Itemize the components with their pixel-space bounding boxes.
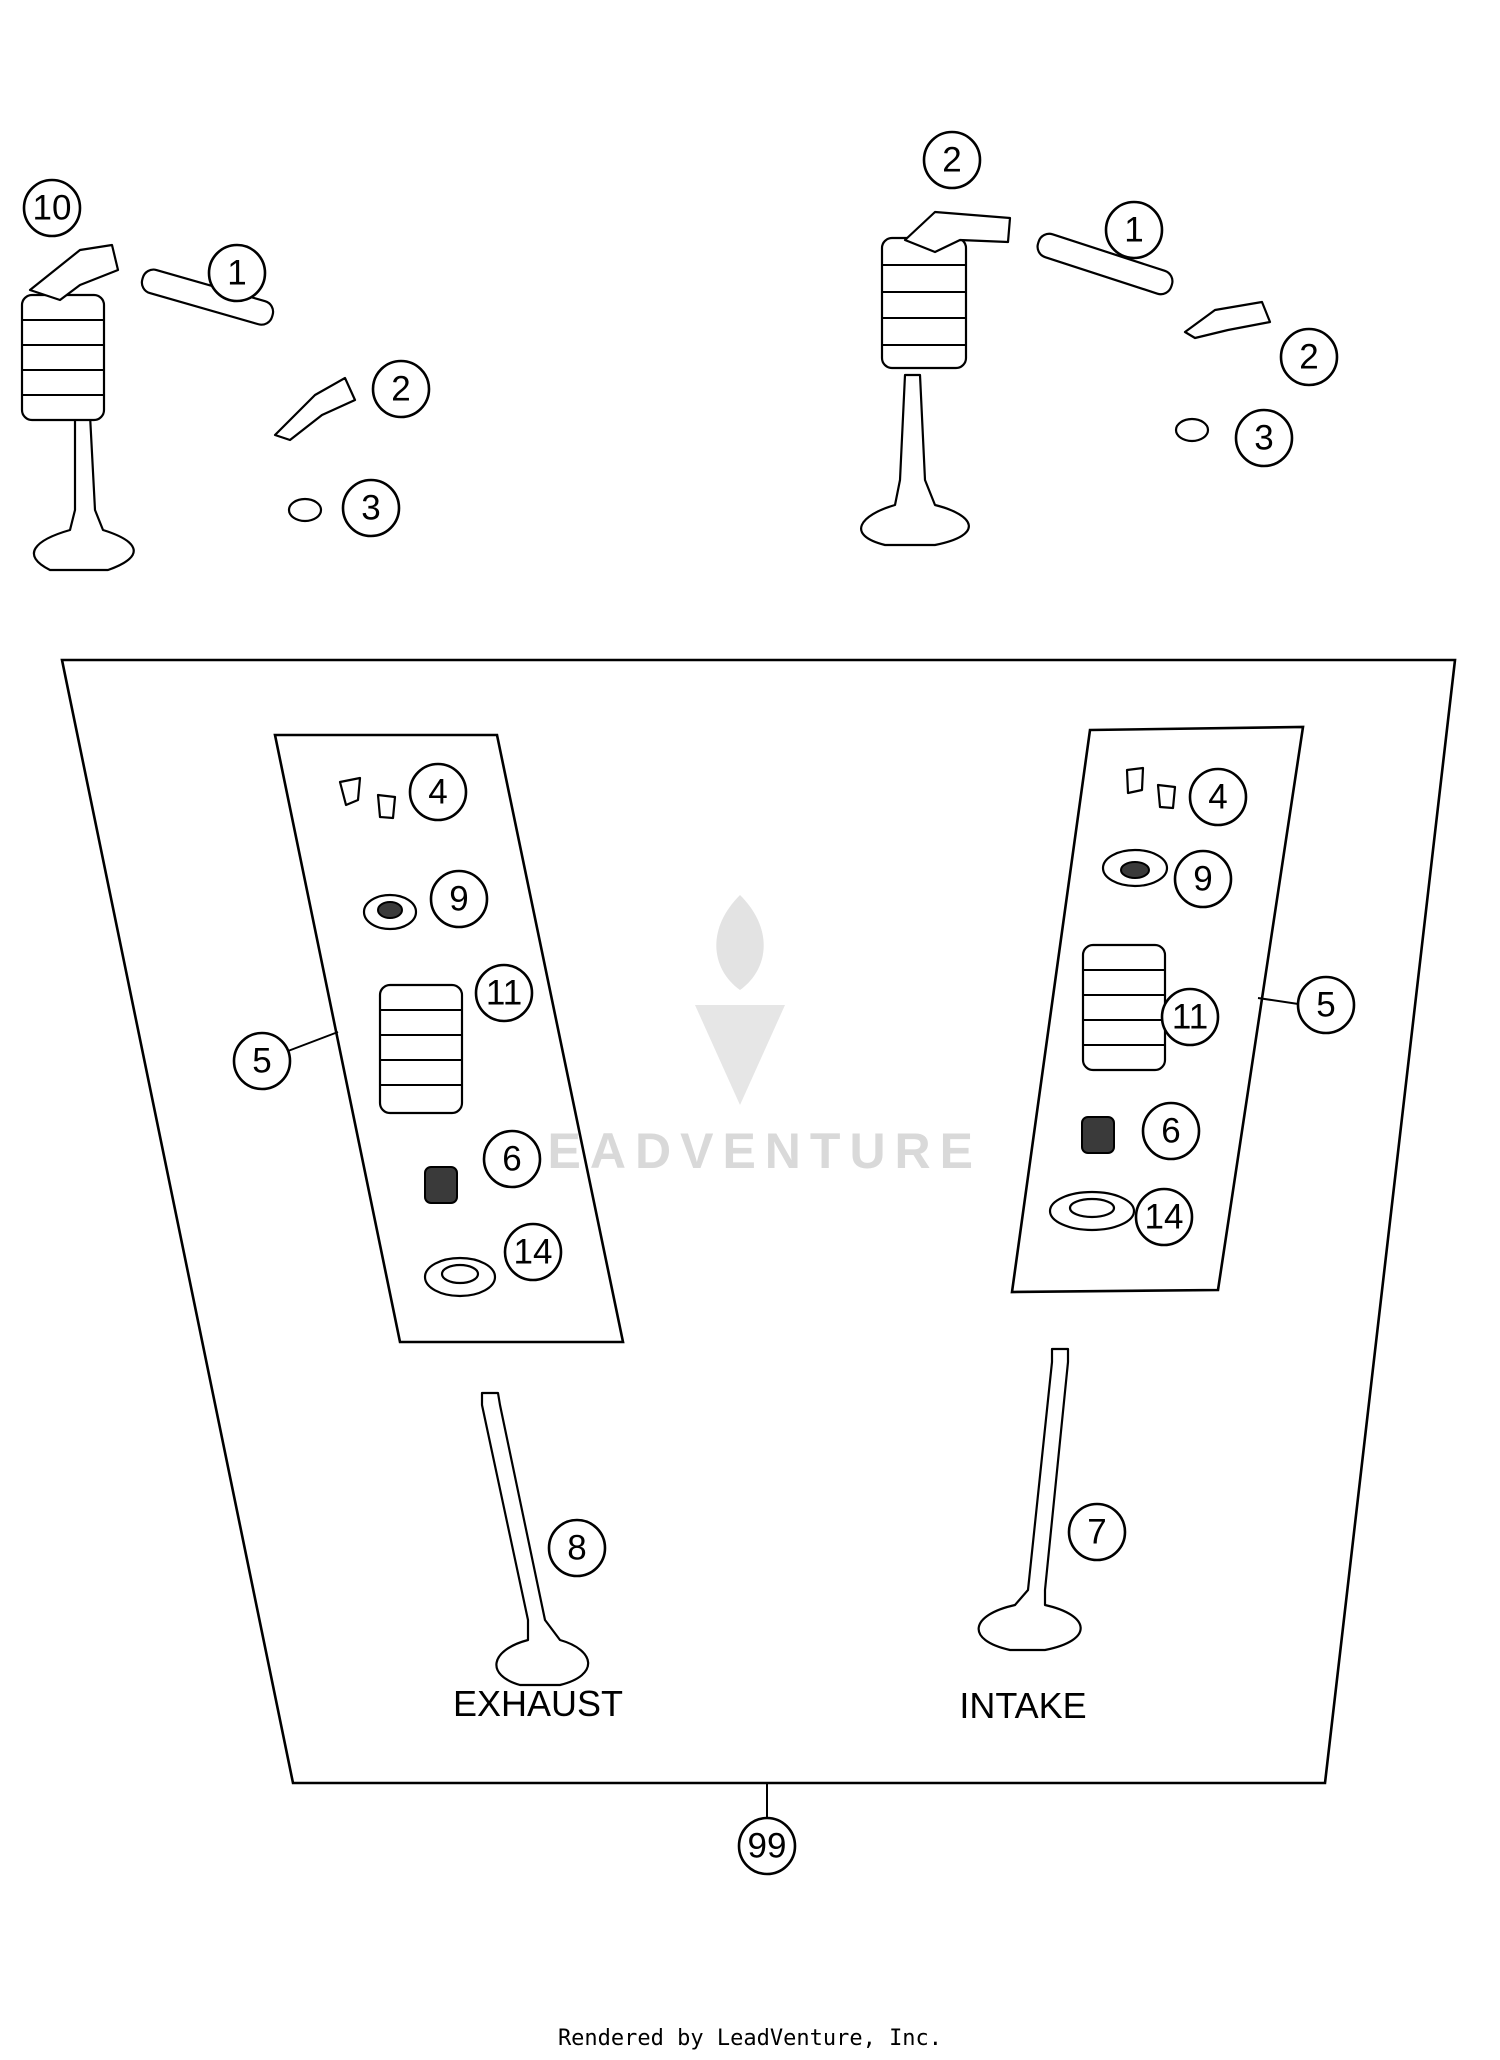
svg-text:1: 1 — [1124, 211, 1143, 250]
valve-seal-left — [424, 1166, 458, 1204]
callout-10: 10 — [22, 178, 82, 238]
svg-text:2: 2 — [391, 370, 410, 409]
shim-right — [1174, 417, 1210, 443]
exhaust-spring-kit-box — [273, 733, 625, 1344]
svg-text:7: 7 — [1087, 1513, 1106, 1552]
callout-6-right: 6 — [1141, 1101, 1201, 1161]
callout-2-left: 2 — [371, 359, 431, 419]
rocker-arm-right — [1183, 300, 1272, 340]
watermark-text: LEADVENTURE — [508, 1123, 982, 1179]
intake-valve — [977, 1347, 1082, 1652]
svg-text:6: 6 — [502, 1140, 521, 1179]
watermark-flame-icon — [716, 895, 764, 990]
intake-assembly-valve — [860, 373, 970, 547]
exhaust-valve-assembly — [20, 243, 357, 572]
svg-text:5: 5 — [1316, 986, 1335, 1025]
intake-valve-assembly — [860, 210, 1272, 547]
callout-6-left: 6 — [482, 1129, 542, 1189]
svg-text:3: 3 — [361, 489, 380, 528]
callout-5-left: 5 — [232, 1031, 292, 1091]
callout-7: 7 — [1067, 1502, 1127, 1562]
exhaust-assembly-valve — [32, 413, 135, 572]
svg-text:99: 99 — [748, 1827, 787, 1866]
callout-11-right: 11 — [1160, 987, 1220, 1047]
callout-1-right: 1 — [1104, 200, 1164, 260]
svg-text:11: 11 — [486, 974, 522, 1013]
watermark-v-icon — [695, 1005, 785, 1105]
callout-1-left: 1 — [207, 243, 267, 303]
callout-5-right: 5 — [1296, 975, 1356, 1035]
svg-text:14: 14 — [1145, 1198, 1184, 1237]
rocker-shaft-right — [1036, 232, 1174, 296]
callout-14-right: 14 — [1134, 1187, 1194, 1247]
svg-text:4: 4 — [1208, 778, 1227, 817]
svg-text:2: 2 — [1299, 338, 1318, 377]
callout-2-right: 2 — [1279, 327, 1339, 387]
svg-text:10: 10 — [33, 189, 72, 228]
svg-text:6: 6 — [1161, 1112, 1180, 1151]
intake-label: INTAKE — [959, 1685, 1086, 1726]
valve-keeper-left — [338, 776, 397, 820]
valve-spring-left — [378, 983, 464, 1115]
footer-credit: Rendered by LeadVenture, Inc. — [558, 2026, 942, 2051]
svg-text:9: 9 — [1193, 860, 1212, 899]
callout-4-right: 4 — [1188, 767, 1248, 827]
callout-11-left: 11 — [474, 963, 534, 1023]
callout-2-top: 2 — [922, 130, 982, 190]
exhaust-label: EXHAUST — [453, 1683, 623, 1724]
callout-4-left: 4 — [408, 762, 468, 822]
valve-seal-right — [1081, 1116, 1115, 1154]
callout-9-right: 9 — [1173, 849, 1233, 909]
valve-spring-right — [1081, 943, 1167, 1072]
rocker-arm-left — [273, 376, 357, 442]
valve-kit-frame — [60, 658, 1457, 1785]
svg-text:14: 14 — [514, 1233, 553, 1272]
intake-spring-kit-box — [1010, 725, 1305, 1294]
exhaust-assembly-spring — [20, 293, 106, 422]
svg-text:4: 4 — [428, 773, 447, 812]
svg-text:3: 3 — [1254, 419, 1273, 458]
exhaust-assembly-rocker — [28, 243, 120, 302]
watermark: LEADVENTURE — [508, 895, 982, 1179]
callout-3-left: 3 — [341, 478, 401, 538]
intake-kit-parts — [1048, 766, 1177, 1232]
svg-text:2: 2 — [942, 141, 961, 180]
exhaust-valve — [480, 1391, 590, 1687]
valve-keeper-right — [1125, 766, 1177, 810]
svg-text:5: 5 — [252, 1042, 271, 1081]
svg-text:8: 8 — [567, 1529, 586, 1568]
callout-99: 99 — [737, 1816, 797, 1876]
svg-text:11: 11 — [1172, 998, 1208, 1037]
callout-8: 8 — [547, 1518, 607, 1578]
callout-14-left: 14 — [503, 1222, 563, 1282]
callout-3-right: 3 — [1234, 408, 1294, 468]
callout-9-left: 9 — [429, 869, 489, 929]
shim-left — [287, 497, 323, 523]
exhaust-kit-parts — [338, 776, 497, 1298]
svg-text:9: 9 — [449, 880, 468, 919]
intake-assembly-spring — [880, 236, 968, 370]
intake-assembly-rocker — [903, 210, 1012, 254]
svg-text:1: 1 — [227, 254, 246, 293]
